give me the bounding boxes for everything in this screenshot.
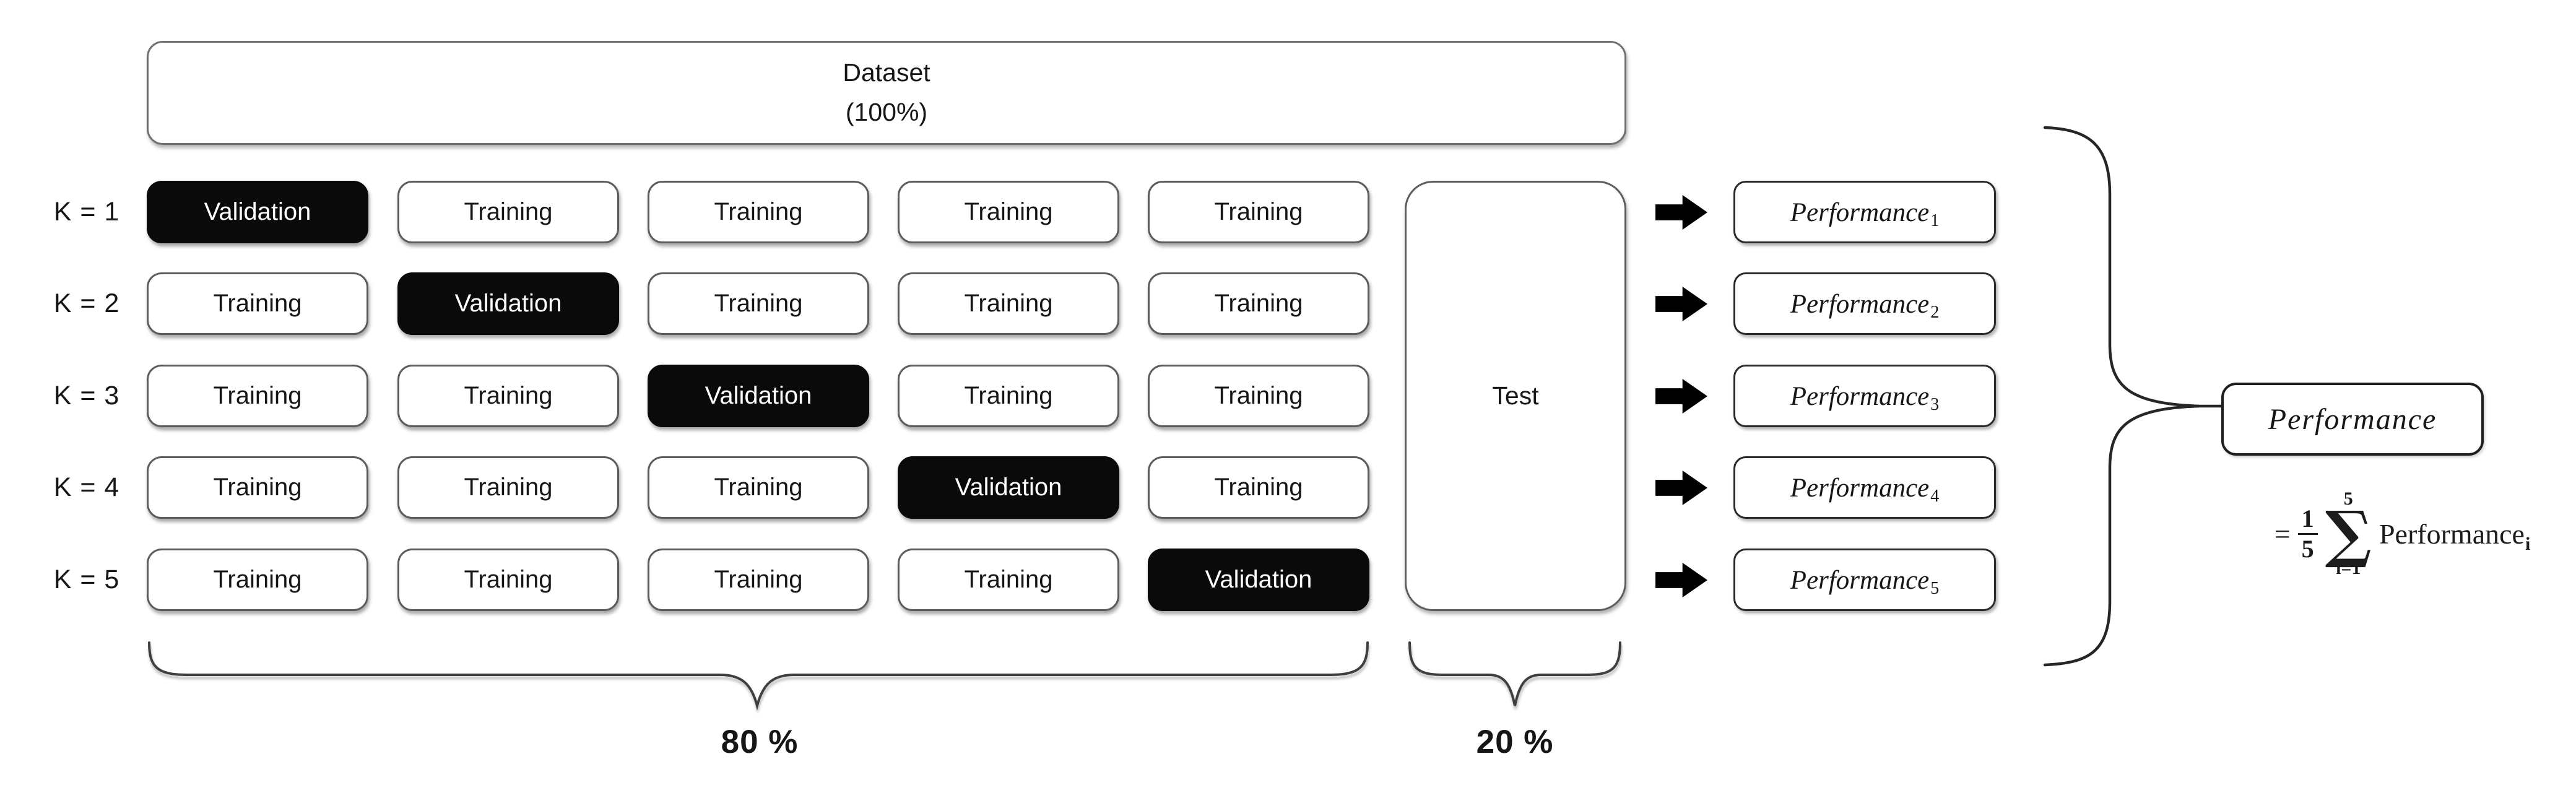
fold-cell-training: Training [648, 456, 869, 519]
arrow-right-icon [1655, 195, 1707, 230]
fold-cell-training: Training [1148, 272, 1369, 335]
fold-cell-validation: Validation [147, 181, 368, 243]
fold-cell-validation: Validation [648, 365, 869, 427]
fold-cell-training: Training [397, 456, 619, 519]
arrow-right-icon [1655, 379, 1707, 414]
fraction-denominator: 5 [2301, 534, 2314, 563]
average-performance-label: Performance [2268, 402, 2437, 436]
summation-upper-limit: 5 [2343, 488, 2353, 509]
fold-cell-training: Training [1148, 365, 1369, 427]
test-split-label: 20 % [1476, 724, 1554, 760]
fraction-numerator: 1 [2297, 505, 2318, 535]
underbrace-train-split [148, 641, 1369, 711]
fraction-one-fifth: 1 5 [2297, 505, 2318, 563]
train-split-label: 80 % [721, 724, 799, 760]
fold-cell-training: Training [397, 181, 619, 243]
equals-sign: = [2274, 518, 2291, 550]
k-label-5: K = 5 [53, 565, 120, 594]
term-label: Performance [2379, 518, 2525, 550]
fold-cell-training: Training [898, 181, 1119, 243]
fold-cell-training: Training [1148, 181, 1369, 243]
fold-cell-training: Training [648, 272, 869, 335]
summation-lower-limit: i=1 [2336, 558, 2361, 578]
k-label-2: K = 2 [53, 288, 120, 318]
fold-cell-training: Training [147, 365, 368, 427]
fold-cell-training: Training [1148, 456, 1369, 519]
k-label-4: K = 4 [53, 472, 120, 502]
dataset-label: Dataset [843, 58, 930, 87]
fold-cell-training: Training [147, 549, 368, 611]
fold-cell-training: Training [397, 549, 619, 611]
summation-symbol: 5 ∑ i=1 [2325, 490, 2372, 578]
arrow-right-icon [1655, 471, 1707, 505]
fold-cell-validation: Validation [397, 272, 619, 335]
performance-subscript: 4 [1930, 487, 1940, 506]
arrow-right-icon [1655, 287, 1707, 321]
k-label-3: K = 3 [53, 381, 120, 410]
fold-cell-training: Training [898, 365, 1119, 427]
fold-cell-training: Training [648, 181, 869, 243]
fold-cell-training: Training [397, 365, 619, 427]
performance-subscript: 1 [1930, 211, 1940, 230]
fold-cell-training: Training [648, 549, 869, 611]
fold-cell-training: Training [147, 272, 368, 335]
average-performance-box: Performance [2221, 383, 2484, 456]
sigma-icon: ∑ [2325, 497, 2372, 570]
arrow-right-icon [1655, 563, 1707, 597]
performance-label: Performance [1790, 198, 1930, 227]
fold-cell-training: Training [898, 549, 1119, 611]
test-box: Test [1405, 181, 1626, 611]
underbrace-test-split [1408, 641, 1621, 706]
dataset-percentage: (100%) [845, 98, 928, 126]
dataset-box: Dataset (100%) [147, 41, 1626, 145]
performance-label: Performance [1790, 566, 1930, 595]
performance-label: Performance [1790, 474, 1930, 503]
fold-cell-training: Training [898, 272, 1119, 335]
term-subscript: i [2525, 533, 2531, 554]
performance-subscript: 5 [1930, 579, 1940, 598]
fold-cell-validation: Validation [898, 456, 1119, 519]
fold-cell-validation: Validation [1148, 549, 1369, 611]
performance-label: Performance [1790, 290, 1930, 319]
performance-subscript: 3 [1930, 395, 1940, 414]
k-label-1: K = 1 [53, 197, 120, 227]
performance-subscript: 2 [1930, 303, 1940, 322]
test-label: Test [1492, 381, 1539, 410]
right-curly-brace [2043, 126, 2228, 667]
fold-cell-training: Training [147, 456, 368, 519]
performance-label: Performance [1790, 382, 1930, 411]
